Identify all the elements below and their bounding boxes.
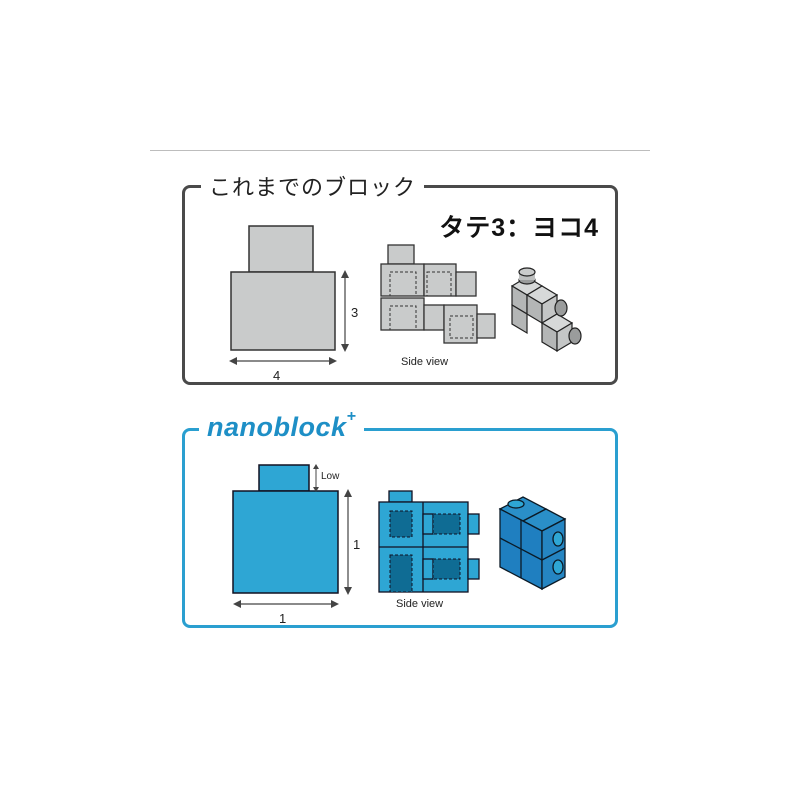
ratio-label: タテ3：ヨコ4	[439, 214, 599, 242]
old-block-diagram	[229, 225, 582, 365]
new-height-label: 1	[353, 537, 361, 552]
nanoblock-logo-text: nanoblock	[207, 412, 347, 442]
old-block-title: これまでのブロック	[201, 170, 425, 202]
new-width-label: 1	[279, 611, 287, 626]
new-side-view-label: Side view	[396, 598, 444, 610]
nanoblock-panel: nanoblock+	[182, 408, 618, 628]
old-block-panel: これまでのブロック タテ3：ヨコ4	[182, 170, 618, 385]
top-divider	[150, 150, 650, 151]
old-width-label: 4	[273, 368, 281, 383]
nanoblock-plus-mark: +	[346, 408, 357, 425]
old-side-view-label: Side view	[401, 356, 449, 368]
nanoblock-diagram	[232, 464, 567, 608]
old-height-label: 3	[351, 305, 359, 320]
low-stud-label: Low	[321, 471, 340, 482]
nanoblock-logo: nanoblock+	[199, 408, 365, 443]
